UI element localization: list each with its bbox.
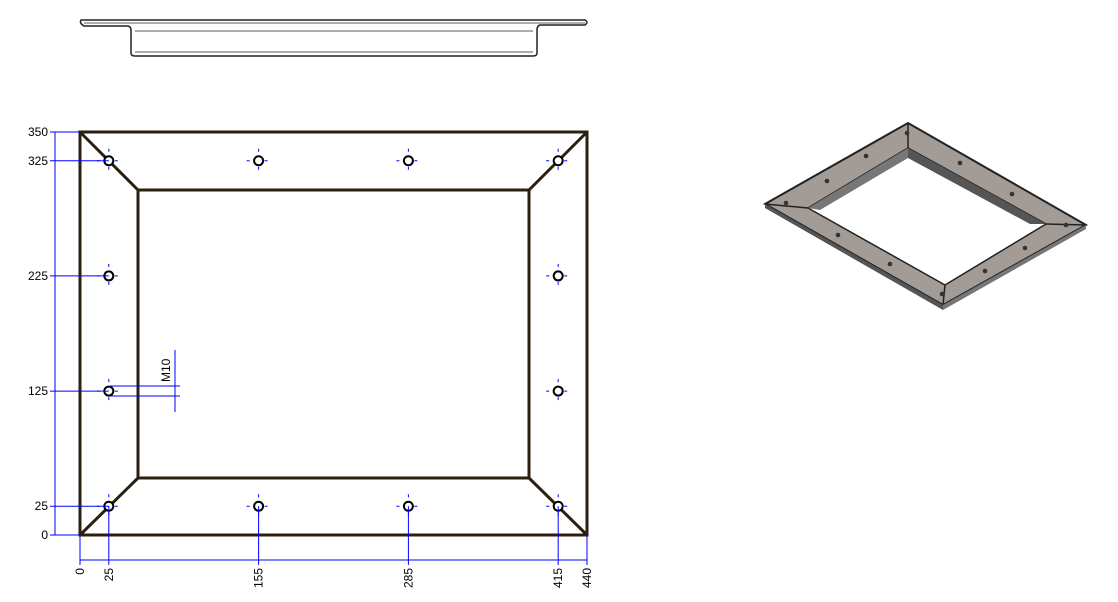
hole-callout	[110, 350, 180, 412]
y-dimension-label: 350	[28, 125, 48, 139]
y-dimension-label: 225	[28, 269, 48, 283]
x-dimension-label: 25	[102, 568, 116, 582]
bolt-hole	[253, 155, 265, 167]
bolt-hole	[552, 270, 564, 282]
bolt-holes	[96, 148, 571, 519]
bolt-hole	[402, 155, 414, 167]
side-view	[79, 19, 588, 57]
y-dimension-label: 0	[41, 528, 48, 542]
hole-callout-label: M10	[159, 358, 173, 382]
isometric-view	[762, 121, 1089, 310]
dimensions: 0 25 125 225 325 350 0 25 155 285 415 440	[28, 125, 594, 588]
x-dimension-label: 155	[252, 568, 266, 588]
y-dimension-label: 25	[35, 499, 49, 513]
bolt-hole	[552, 155, 564, 167]
x-dimension-label: 285	[401, 568, 415, 588]
x-dimension-label: 0	[73, 568, 87, 575]
x-dimension-label: 415	[551, 568, 565, 588]
x-dimension-label: 440	[580, 568, 594, 588]
y-dimension-label: 325	[28, 154, 48, 168]
y-dimension-label: 125	[28, 384, 48, 398]
front-view	[78, 130, 589, 537]
bolt-hole	[552, 385, 564, 397]
